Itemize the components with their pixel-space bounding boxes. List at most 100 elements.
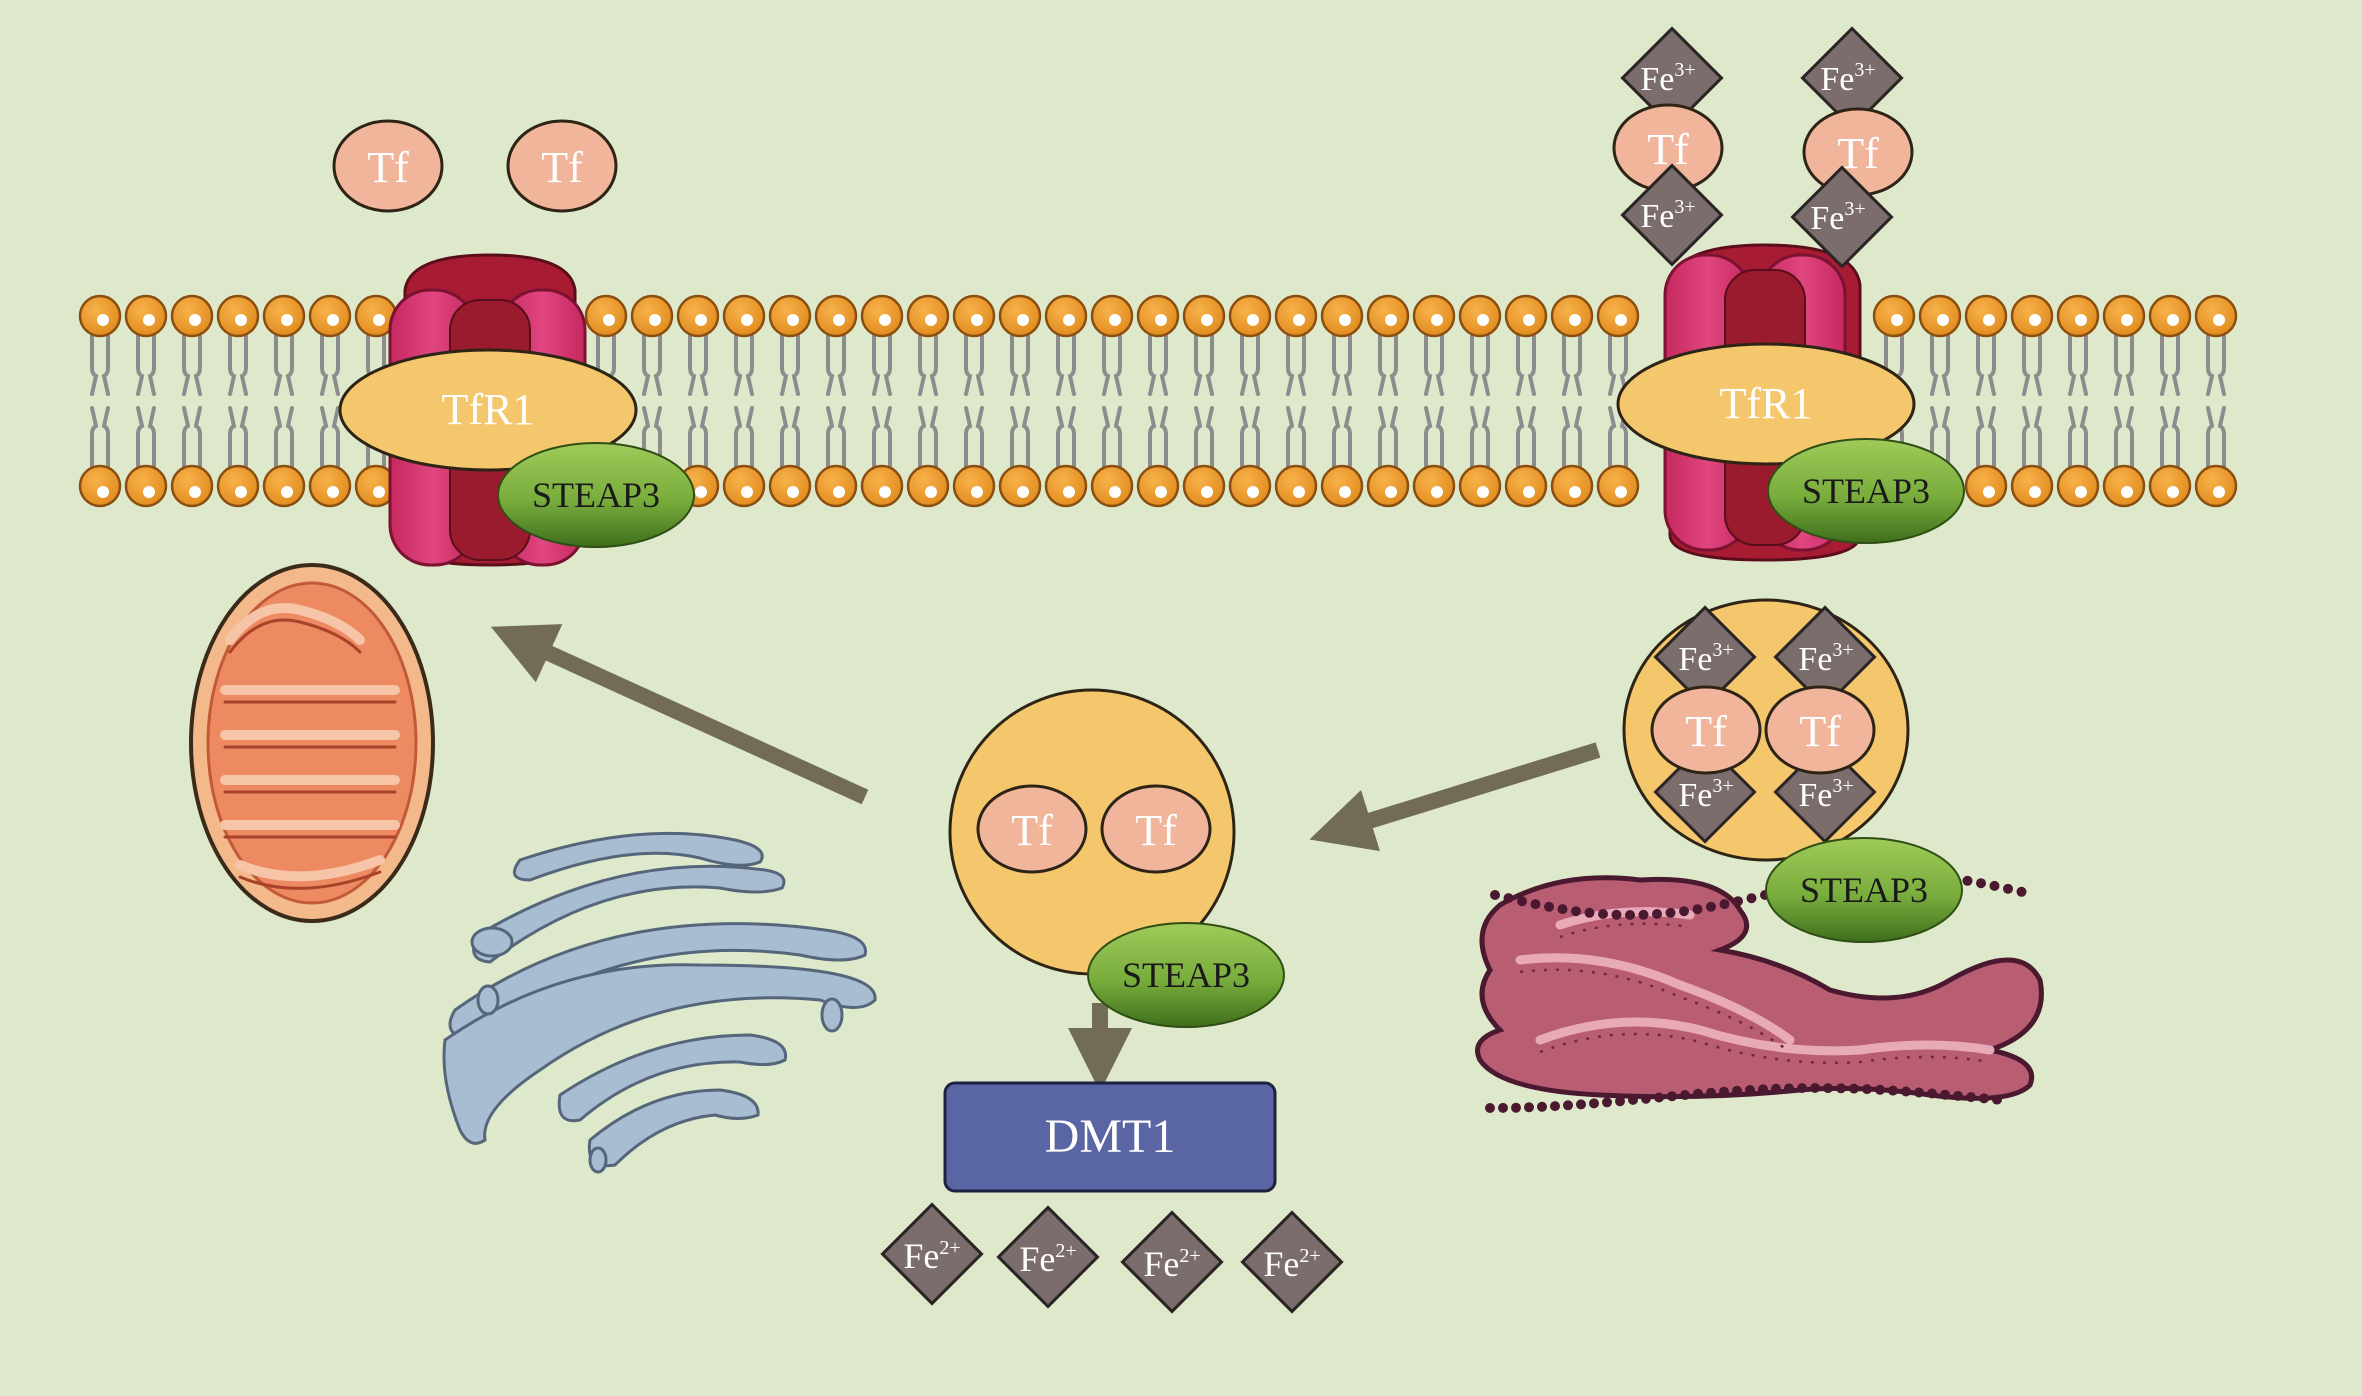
lipid-head-highlight [1293,486,1305,498]
lipid-head-highlight [2029,314,2041,326]
ribosome-dot [1940,1089,1950,1100]
svg-text:STEAP3: STEAP3 [1802,471,1930,511]
ribosome-dot [1584,907,1595,918]
ribosome-dot [1563,1100,1573,1111]
lipid-head-highlight [281,486,293,498]
lipid-head [1412,464,1456,508]
lipid-head-highlight [373,314,385,326]
lipid-head-highlight [971,314,983,326]
lipid-head [2194,464,2238,508]
ribosome-dot [1875,1084,1885,1095]
svg-text:Tf: Tf [1135,806,1177,855]
ribosome-dot [1771,1083,1781,1094]
lipid-tail [826,334,846,396]
ribosome-dot [1706,1087,1716,1098]
lipid-head-highlight [1431,314,1443,326]
lipid-tail [1424,406,1444,468]
ribosome-dot [1862,1084,1872,1095]
lipid-head-highlight [2213,486,2225,498]
lipid-head-highlight [2121,486,2133,498]
lipid-head-highlight [235,486,247,498]
ribosome-dot [1598,909,1608,919]
lipid-tail [1516,406,1536,468]
holo-tf-1: Fe3+ Tf Fe3+ [1612,26,1724,267]
ribosome-dot [1638,909,1649,920]
lipid-tail [688,406,708,468]
lipid-head [860,464,904,508]
ribosome-dot [1732,1085,1742,1096]
svg-text:Fe2+: Fe2+ [1143,1244,1200,1284]
lipid-head-highlight [1293,314,1305,326]
fe2-ion: Fe2+ [1240,1210,1344,1314]
tfr1-right: TfR1 [1616,342,1916,466]
lipid-head-highlight [1385,314,1397,326]
lipid-tail [182,334,202,396]
ribosome-dot [1979,1093,1989,1104]
lipid-tail [1148,406,1168,468]
lipid-tail [1332,334,1352,396]
lipid-head-highlight [1615,314,1627,326]
lipid-head [998,464,1042,508]
lipid-head-highlight [879,314,891,326]
svg-text:TfR1: TfR1 [442,385,535,434]
tf-loaded: Tf [1764,685,1876,775]
fe3-ion: Fe3+ [1800,26,1904,130]
svg-text:TfR1: TfR1 [1720,379,1813,428]
lipid-head-highlight [1017,486,1029,498]
lipid-head-highlight [603,314,615,326]
ribosome-dot [1849,1083,1859,1094]
lipid-head-highlight [2029,486,2041,498]
lipid-head-highlight [1431,486,1443,498]
lipid-head-highlight [1937,314,1949,326]
tf-free-1: Tf [332,119,444,213]
lipid-head-highlight [2213,314,2225,326]
ribosome-dot [1667,1091,1677,1102]
lipid-head-highlight [925,314,937,326]
lipid-head [1596,464,1640,508]
lipid-head-highlight [143,486,155,498]
lipid-tail [688,334,708,396]
lipid-tail [872,406,892,468]
lipid-head [2056,464,2100,508]
lipid-head [1320,464,1364,508]
fe2-ion: Fe2+ [1120,1210,1224,1314]
steap3-membrane-right: STEAP3 [1767,438,1965,544]
lipid-tail [2022,406,2042,468]
svg-text:Tf: Tf [1799,707,1841,756]
lipid-head-highlight [1983,486,1995,498]
lipid-head [1136,464,1180,508]
lipid-head-highlight [1247,314,1259,326]
ribosome-dot [1797,1083,1807,1094]
lipid-head-highlight [1339,314,1351,326]
lipid-head [216,464,260,508]
lipid-tail [1102,334,1122,396]
ribosome-dot [1537,1101,1547,1112]
endocytic-vesicle: Fe3+ Fe3+ Fe3+ Fe3+ Tf Tf [1622,598,1910,862]
lipid-tail [734,334,754,396]
lipid-head-highlight [373,486,385,498]
ribosome-dot [1693,1088,1703,1099]
ribosome-dot [1679,906,1689,917]
lipid-head-highlight [1339,486,1351,498]
svg-text:Fe3+: Fe3+ [1798,775,1853,814]
lipid-tail [320,334,340,396]
ribosome-dot [1692,904,1703,915]
svg-text:DMT1: DMT1 [1045,1110,1176,1163]
lipid-head-highlight [1569,314,1581,326]
svg-text:Fe3+: Fe3+ [1640,59,1695,98]
lipid-tail [1470,406,1490,468]
lipid-head-highlight [2167,314,2179,326]
lipid-head-highlight [1615,486,1627,498]
svg-text:STEAP3: STEAP3 [1800,870,1928,910]
lipid-head-highlight [97,486,109,498]
ribosome-dot [1745,1085,1755,1095]
fe3-ion: Fe3+ [1620,163,1724,267]
lipid-tail [2206,334,2226,396]
lipid-head [814,464,858,508]
holo-tf-2: Fe3+ Tf Fe3+ [1790,26,1914,269]
lipid-head-highlight [1247,486,1259,498]
lipid-tail [1378,406,1398,468]
lipid-head [952,464,996,508]
fe2-ion: Fe2+ [880,1202,984,1306]
tf-free-2: Tf [506,119,618,213]
